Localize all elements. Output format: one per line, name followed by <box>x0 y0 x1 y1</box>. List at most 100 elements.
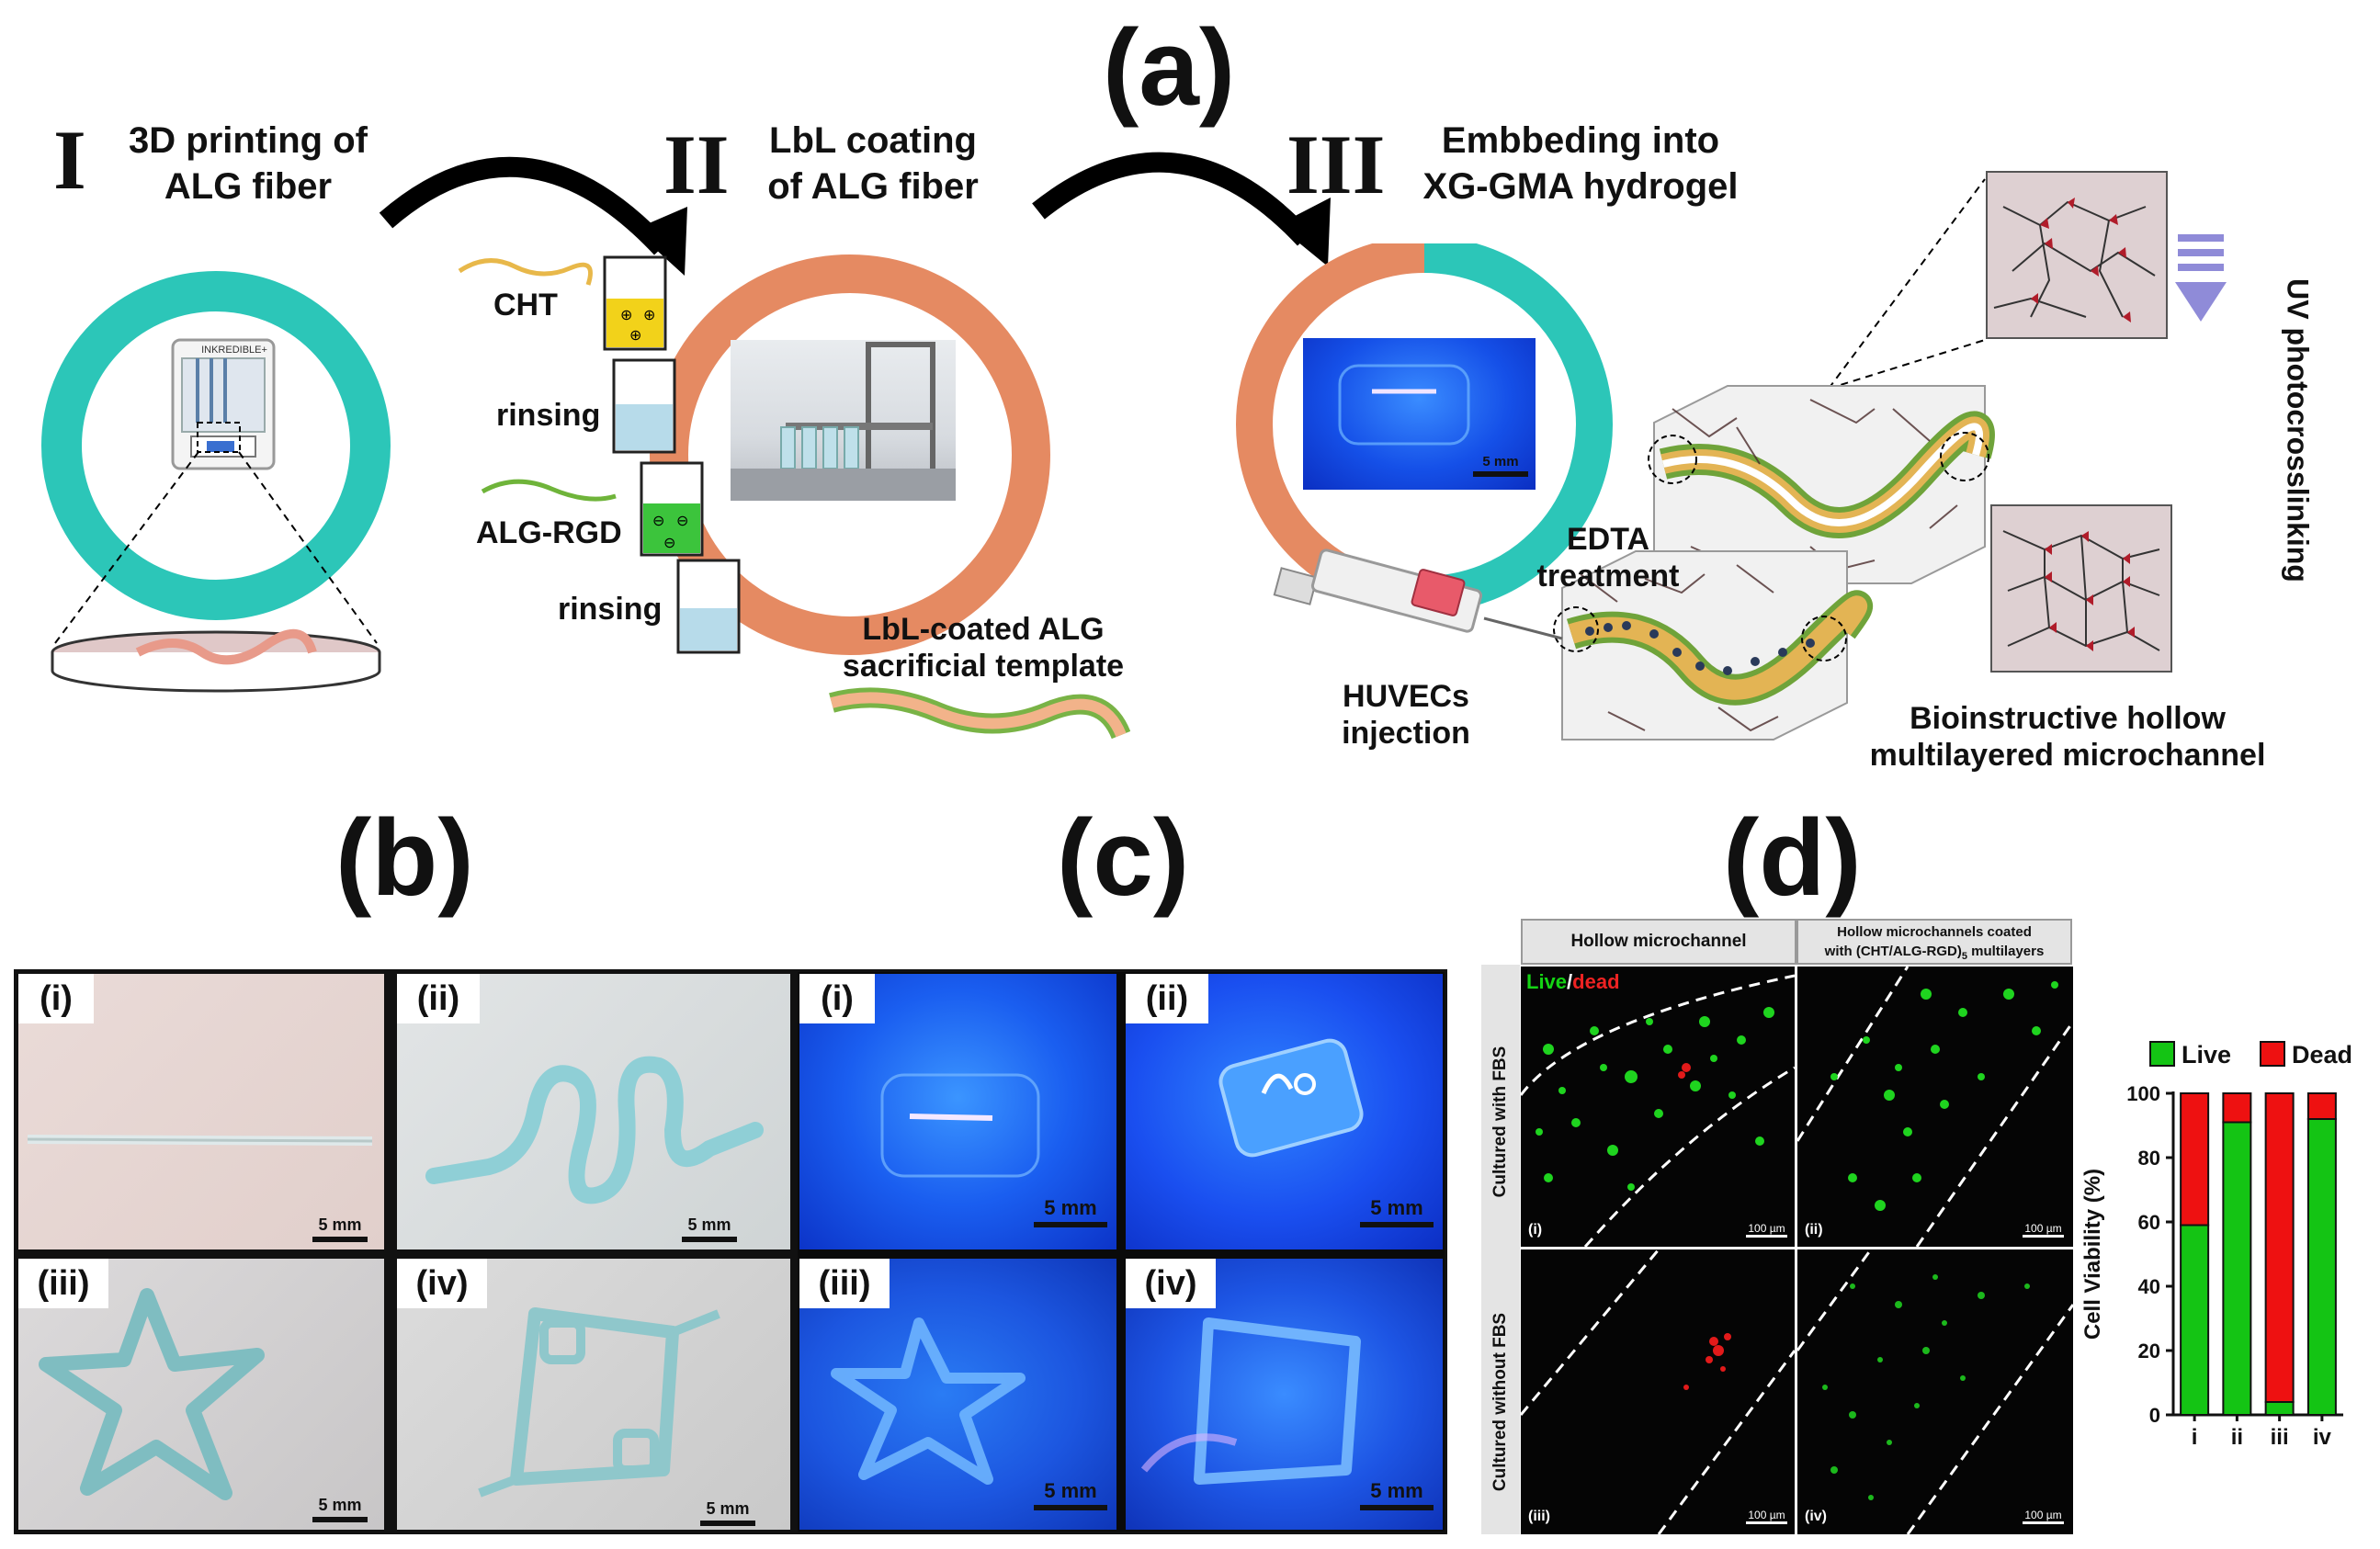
panel-c-scale-1-label: 5 mm <box>1044 1196 1097 1219</box>
panel-c-embedded-2 <box>1218 1038 1364 1158</box>
panel-c-scale-1-bar <box>1034 1222 1107 1227</box>
panel-b-scale-2: 5 mm <box>682 1215 737 1242</box>
x-tick-label-iv: iv <box>2313 1425 2332 1450</box>
label-edta-line1: EDTA <box>1566 522 1650 557</box>
label-rinsing-1: rinsing <box>496 398 601 433</box>
panel-c-embedded-1 <box>880 1073 1040 1178</box>
panel-b-photo-3: (iii) 5 mm <box>18 1259 384 1530</box>
step-2-title: LbL coating of ALG fiber <box>735 118 1011 209</box>
micrograph-1: Live/dead (i) 100 µm <box>1521 967 1795 1247</box>
panel-d-col2-title-sub: 5 <box>1961 951 1967 962</box>
lab-setup-photo <box>731 340 956 501</box>
panel-d-col2-title-tail: multilayers <box>1966 944 2045 959</box>
micrograph-2-scale: 100 µm <box>2023 1222 2064 1238</box>
micrograph-2-tag: (ii) <box>1805 1222 1823 1238</box>
step-2-title-line1: LbL coating <box>769 120 977 161</box>
panel-c-photo-2: (ii) 5 mm <box>1126 974 1443 1249</box>
step-3-title-line2: XG-GMA hydrogel <box>1422 166 1739 207</box>
embedded-scale-bar <box>1473 471 1528 477</box>
label-huvecs-line1: HUVECs <box>1343 679 1469 714</box>
x-tick-label-iii: iii <box>2271 1425 2289 1450</box>
panel-b-fiber-star <box>39 1288 265 1500</box>
panel-c-photo-1: (i) 5 mm <box>799 974 1116 1249</box>
panel-c-tag-3: (iii) <box>799 1259 890 1308</box>
live-dead-legend: Live/dead <box>1526 970 1620 994</box>
orange-ring <box>650 254 1050 655</box>
y-tick-label-60: 60 <box>2138 1211 2160 1234</box>
panel-b-tag-4: (iv) <box>397 1259 487 1308</box>
label-huvecs: HUVECs injection <box>1314 678 1498 752</box>
micrograph-3: (iii) 100 µm <box>1521 1249 1795 1534</box>
panel-d-col2-title: Hollow microchannels coated with (CHT/AL… <box>1796 919 2072 965</box>
panel-c-tag-1: (i) <box>799 974 875 1023</box>
label-alg-rgd: ALG-RGD <box>476 515 622 550</box>
step-1-title-line2: ALG fiber <box>164 166 333 207</box>
bar-i-dead <box>2180 1092 2210 1227</box>
label-result: Bioinstructive hollow multilayered micro… <box>1856 700 2279 774</box>
panel-b-scale-1: 5 mm <box>312 1215 368 1242</box>
panel-b-tag-3: (iii) <box>18 1259 108 1308</box>
legend-swatch-dead <box>2260 1041 2285 1067</box>
panel-c-scale-3-label: 5 mm <box>1044 1479 1097 1502</box>
panel-b-photo-4: (iv) 5 mm <box>397 1259 790 1530</box>
panel-c-scale-1: 5 mm <box>1034 1196 1107 1227</box>
panel-c-tag-2: (ii) <box>1126 974 1208 1023</box>
panel-b-scale-3: 5 mm <box>312 1496 368 1522</box>
panel-c-scale-4: 5 mm <box>1360 1479 1434 1510</box>
label-template-line2: sacrificial template <box>842 649 1125 684</box>
arrow-2-icon <box>1032 152 1313 246</box>
micrograph-1-scale: 100 µm <box>1746 1222 1787 1238</box>
svg-text:⊕: ⊕ <box>620 306 632 323</box>
panel-b-scale-4: 5 mm <box>700 1499 755 1526</box>
step-3-title-line1: Embbeding into <box>1441 120 1720 161</box>
micrograph-4-cells <box>1797 1249 2073 1534</box>
panel-b-fiber-straight <box>27 1135 373 1146</box>
step-1-numeral: I <box>53 113 86 207</box>
label-result-line2: multilayered microchannel <box>1869 738 2266 773</box>
panel-d-col1-title: Hollow microchannel <box>1521 919 1796 965</box>
micrograph-1-cells <box>1521 974 1795 1247</box>
network-before <box>1986 171 2168 339</box>
bar-iv-dead <box>2306 1092 2337 1120</box>
step-2-ring <box>650 254 1050 655</box>
uv-label: UV photocrosslinking <box>2281 278 2315 582</box>
label-rinsing-2: rinsing <box>558 592 663 627</box>
ring-teal-half <box>1423 243 1613 611</box>
panel-b-photo-1: (i) 5 mm <box>18 974 384 1249</box>
panel-d-col2-title-line1: Hollow microchannels coated <box>1837 924 2032 940</box>
lab-setup-drawing <box>731 342 956 501</box>
panel-c-tag-4: (iv) <box>1126 1259 1216 1308</box>
embedded-fiber-photo: 5 mm <box>1303 338 1536 490</box>
x-tick-label-i: i <box>2192 1425 2198 1450</box>
panel-c-scale-2-label: 5 mm <box>1370 1196 1423 1219</box>
panel-c-scale-3-bar <box>1034 1505 1107 1510</box>
y-tick-label-40: 40 <box>2138 1275 2160 1298</box>
panel-d-row1-label: Cultured with FBS <box>1490 1046 1510 1198</box>
coated-template <box>829 687 1130 740</box>
micrograph-4-scale-bar <box>2023 1521 2064 1524</box>
micrograph-4-scale-label: 100 µm <box>2024 1509 2062 1521</box>
step-arrows <box>379 152 1331 276</box>
embedded-scale-label: 5 mm <box>1482 454 1519 469</box>
panel-c-scale-2-bar <box>1360 1222 1434 1227</box>
step-2-numeral: II <box>663 118 730 211</box>
step-1-title-line1: 3D printing of <box>129 120 368 161</box>
legend-label-live: Live <box>2182 1041 2231 1068</box>
label-template: LbL-coated ALG sacrificial template <box>809 611 1158 684</box>
teal-ring <box>41 271 391 620</box>
lbl-beakers: ⊕ ⊕ ⊕ ⊖ ⊖ ⊖ <box>458 255 741 654</box>
panel-b-photo-2: (ii) 5 mm <box>397 974 790 1249</box>
panel-b-fiber-square <box>478 1307 720 1498</box>
panel-c-scale-4-label: 5 mm <box>1370 1479 1423 1502</box>
panel-b-scale-1-label: 5 mm <box>318 1215 362 1234</box>
panel-b-fiber-wave <box>425 1056 764 1204</box>
panel-d-col2-title-line2: with (CHT/ALG-RGD)5 multilayers <box>1798 942 2070 967</box>
svg-text:⊕: ⊕ <box>629 326 641 344</box>
bar-ii-live <box>2222 1121 2252 1416</box>
svg-text:⊖: ⊖ <box>663 534 675 551</box>
panel-c-embedded-4 <box>1140 1317 1361 1485</box>
panel-d-letter: (d) <box>1723 797 1862 919</box>
panel-b-scale-2-bar <box>682 1237 737 1242</box>
micrograph-1-scale-label: 100 µm <box>1748 1222 1785 1235</box>
alg-rgd-chain <box>481 479 617 502</box>
